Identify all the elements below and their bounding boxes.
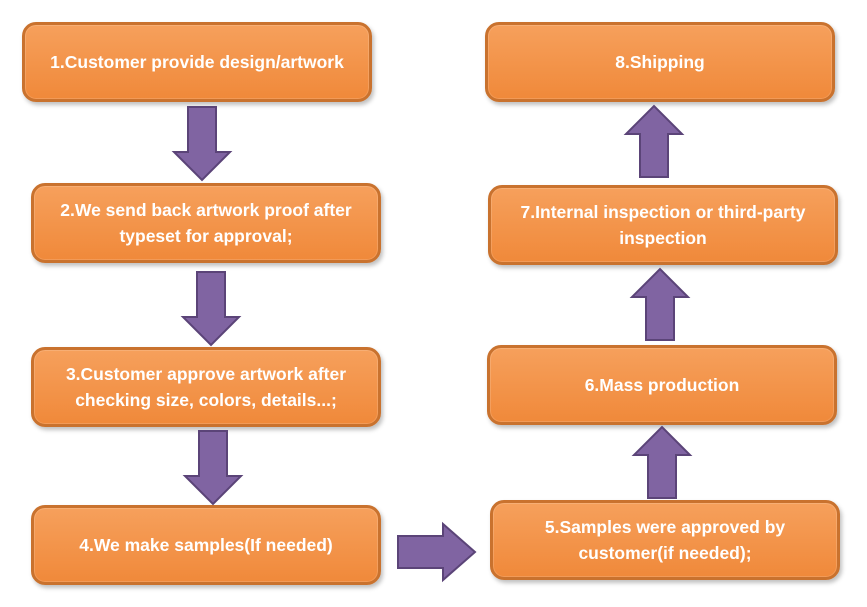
step-6-box: 6.Mass production: [487, 345, 837, 425]
down-arrow-icon: [180, 271, 242, 347]
step-1-label: 1.Customer provide design/artwork: [50, 52, 344, 72]
step-4-box: 4.We make samples(If needed): [31, 505, 381, 585]
step-6-label: 6.Mass production: [584, 375, 740, 395]
step-2-box: 2.We send back artwork proof after types…: [31, 183, 381, 263]
step-2-label: 2.We send back artwork proof after types…: [60, 200, 352, 246]
down-arrow-icon: [171, 106, 233, 182]
step-8-box: 8.Shipping: [485, 22, 835, 102]
step-1-box: 1.Customer provide design/artwork: [22, 22, 372, 102]
up-arrow-icon: [629, 267, 691, 341]
step-8-label: 8.Shipping: [615, 52, 705, 72]
step-4-label: 4.We make samples(If needed): [79, 535, 333, 555]
up-arrow-icon: [623, 104, 685, 178]
right-arrow-icon: [397, 521, 477, 583]
up-arrow-icon: [631, 425, 693, 499]
step-3-label: 3.Customer approve artwork after checkin…: [65, 364, 347, 410]
step-5-box: 5.Samples were approved by customer(if n…: [490, 500, 840, 580]
step-7-box: 7.Internal inspection or third-party ins…: [488, 185, 838, 265]
down-arrow-icon: [182, 430, 244, 506]
step-3-box: 3.Customer approve artwork after checkin…: [31, 347, 381, 427]
step-7-label: 7.Internal inspection or third-party ins…: [520, 202, 806, 248]
step-5-label: 5.Samples were approved by customer(if n…: [544, 517, 786, 563]
